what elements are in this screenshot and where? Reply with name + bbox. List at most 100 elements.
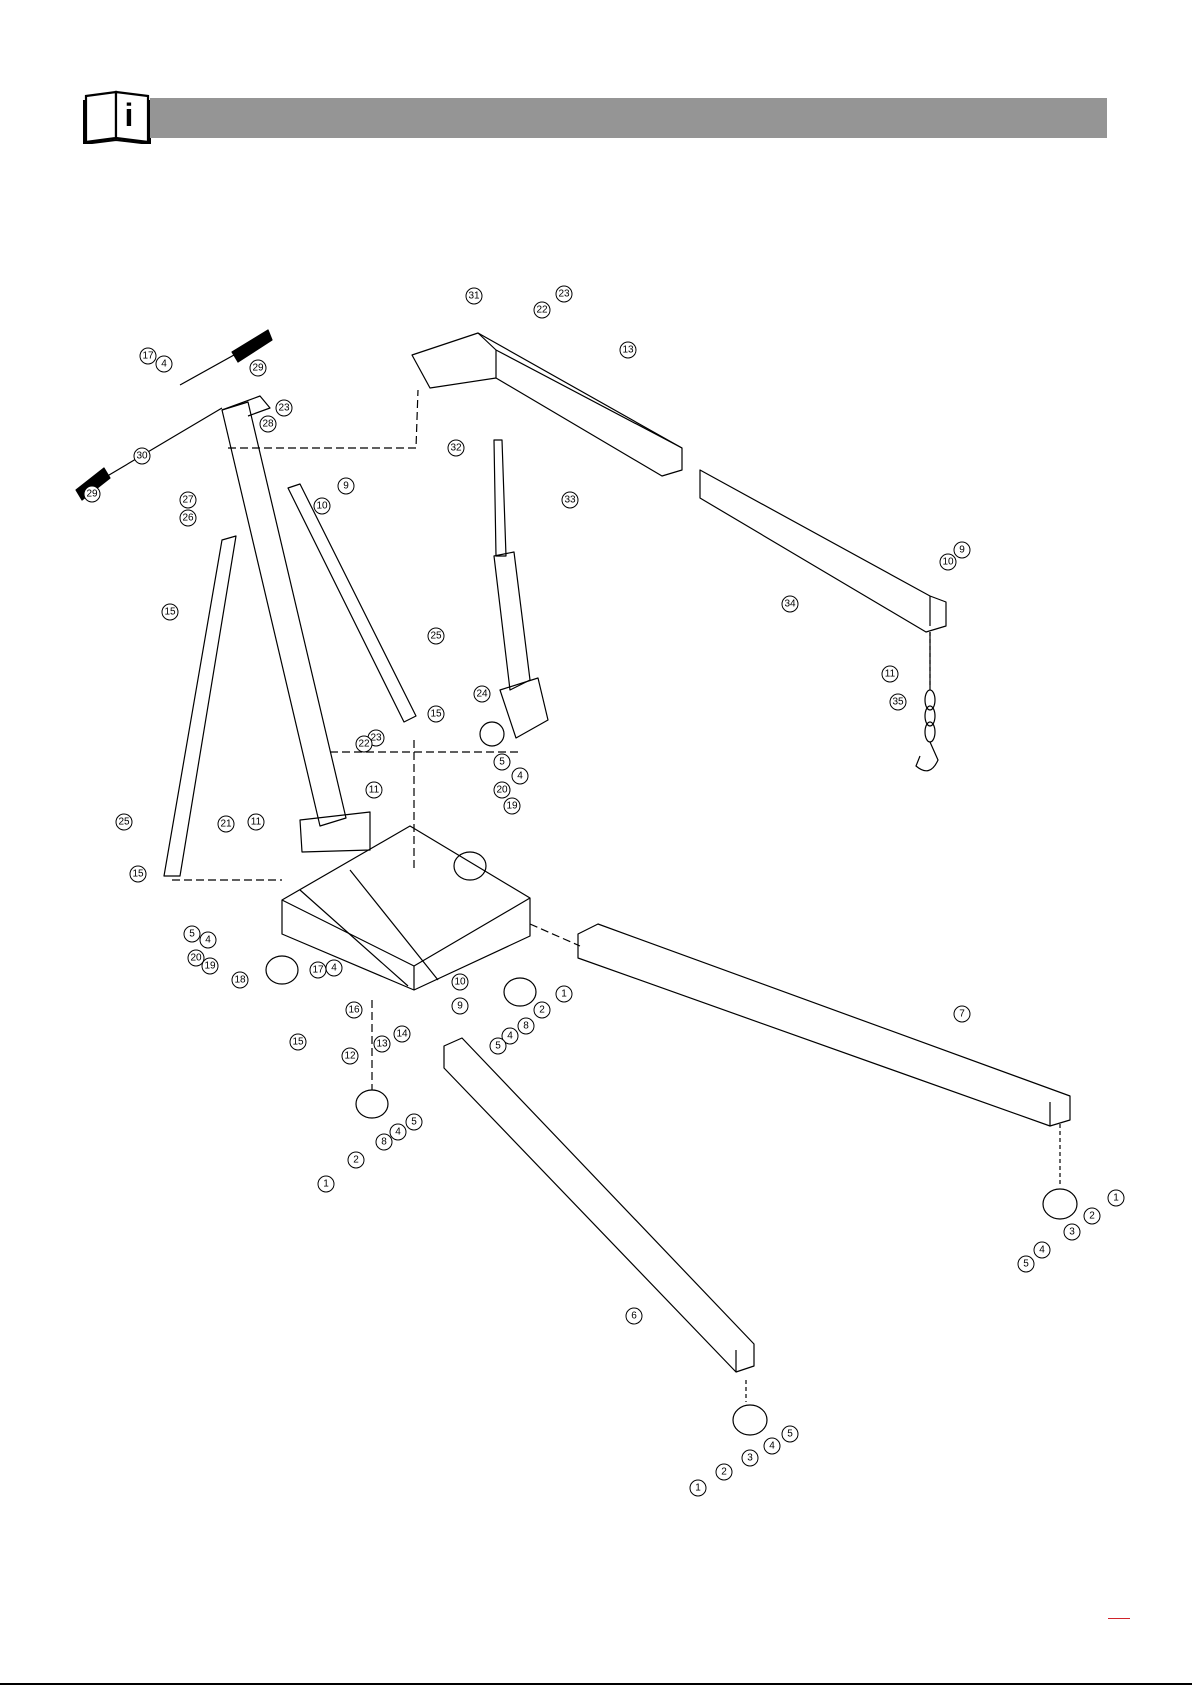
svg-text:34: 34 [784, 599, 796, 610]
callout: 9 [452, 998, 468, 1014]
svg-text:6: 6 [631, 1311, 637, 1322]
callout: 4 [764, 1438, 780, 1454]
callout: 9 [954, 542, 970, 558]
svg-text:12: 12 [344, 1051, 356, 1062]
svg-text:11: 11 [251, 817, 262, 828]
callout: 24 [474, 686, 490, 702]
callout: 18 [232, 972, 248, 988]
svg-text:4: 4 [517, 771, 523, 782]
svg-text:15: 15 [164, 607, 176, 618]
callout: 11 [366, 782, 382, 798]
callout: 5 [184, 926, 200, 942]
callout-group: 31 23 22 13 32 33 34 9 10 11 35 17 4 29 … [84, 286, 1124, 1496]
svg-text:27: 27 [182, 495, 194, 506]
svg-text:20: 20 [496, 785, 508, 796]
callout: 30 [134, 448, 150, 464]
svg-text:29: 29 [86, 489, 98, 500]
callout: 4 [512, 768, 528, 784]
svg-text:8: 8 [381, 1137, 387, 1148]
svg-text:19: 19 [204, 961, 216, 972]
svg-text:4: 4 [769, 1441, 775, 1452]
callout: 15 [290, 1034, 306, 1050]
callout: 4 [200, 932, 216, 948]
callout: 15 [162, 604, 178, 620]
callout: 27 [180, 492, 196, 508]
callout: 13 [620, 342, 636, 358]
page-accent-line [1108, 1618, 1130, 1619]
callout: 28 [260, 416, 276, 432]
callout: 31 [466, 288, 482, 304]
svg-text:2: 2 [1089, 1211, 1095, 1222]
svg-text:10: 10 [316, 501, 328, 512]
callout: 5 [782, 1426, 798, 1442]
callout: 10 [452, 974, 468, 990]
callout: 16 [346, 1002, 362, 1018]
svg-text:2: 2 [721, 1467, 727, 1478]
svg-text:26: 26 [182, 513, 194, 524]
callout: 20 [188, 950, 204, 966]
svg-text:29: 29 [252, 363, 264, 374]
svg-text:1: 1 [323, 1179, 329, 1190]
callout: 7 [954, 1006, 970, 1022]
callout: 5 [406, 1114, 422, 1130]
callout: 32 [448, 440, 464, 456]
callout: 14 [394, 1026, 410, 1042]
callout: 29 [84, 486, 100, 502]
callout: 5 [1018, 1256, 1034, 1272]
callout: 1 [690, 1480, 706, 1496]
svg-text:23: 23 [278, 403, 290, 414]
callout: 19 [202, 958, 218, 974]
callout: 22 [356, 736, 372, 752]
callout: 9 [338, 478, 354, 494]
svg-text:11: 11 [369, 785, 380, 796]
svg-text:23: 23 [558, 289, 570, 300]
svg-text:9: 9 [959, 545, 965, 556]
callout: 13 [374, 1036, 390, 1052]
svg-text:20: 20 [190, 953, 202, 964]
svg-text:1: 1 [1113, 1193, 1119, 1204]
callout: 11 [882, 666, 898, 682]
svg-text:5: 5 [1023, 1259, 1029, 1270]
callout: 29 [250, 360, 266, 376]
svg-text:4: 4 [395, 1127, 401, 1138]
callout: 25 [116, 814, 132, 830]
svg-text:4: 4 [507, 1031, 513, 1042]
svg-text:4: 4 [161, 359, 167, 370]
svg-text:4: 4 [331, 963, 337, 974]
svg-text:17: 17 [312, 965, 324, 976]
svg-text:3: 3 [1069, 1227, 1075, 1238]
callout: 20 [494, 782, 510, 798]
svg-text:10: 10 [454, 977, 466, 988]
callout: 11 [248, 814, 264, 830]
svg-text:35: 35 [892, 697, 904, 708]
callout: 26 [180, 510, 196, 526]
svg-text:1: 1 [561, 989, 567, 1000]
svg-text:5: 5 [787, 1429, 793, 1440]
callout: 3 [1064, 1224, 1080, 1240]
callout: 5 [490, 1038, 506, 1054]
svg-text:31: 31 [468, 291, 480, 302]
svg-text:28: 28 [262, 419, 274, 430]
svg-text:30: 30 [136, 451, 148, 462]
callout: 4 [156, 356, 172, 372]
callout: 6 [626, 1308, 642, 1324]
svg-text:19: 19 [506, 801, 518, 812]
callout: 17 [310, 962, 326, 978]
callout: 8 [376, 1134, 392, 1150]
callout: 19 [504, 798, 520, 814]
svg-text:2: 2 [539, 1005, 545, 1016]
svg-text:16: 16 [348, 1005, 360, 1016]
svg-text:13: 13 [376, 1039, 388, 1050]
svg-text:17: 17 [142, 351, 154, 362]
callout: 34 [782, 596, 798, 612]
callout: 23 [556, 286, 572, 302]
svg-text:9: 9 [457, 1001, 463, 1012]
svg-text:2: 2 [353, 1155, 359, 1166]
callout: 2 [1084, 1208, 1100, 1224]
svg-text:13: 13 [622, 345, 634, 356]
svg-text:14: 14 [396, 1029, 408, 1040]
callout: 2 [716, 1464, 732, 1480]
svg-text:22: 22 [536, 305, 548, 316]
